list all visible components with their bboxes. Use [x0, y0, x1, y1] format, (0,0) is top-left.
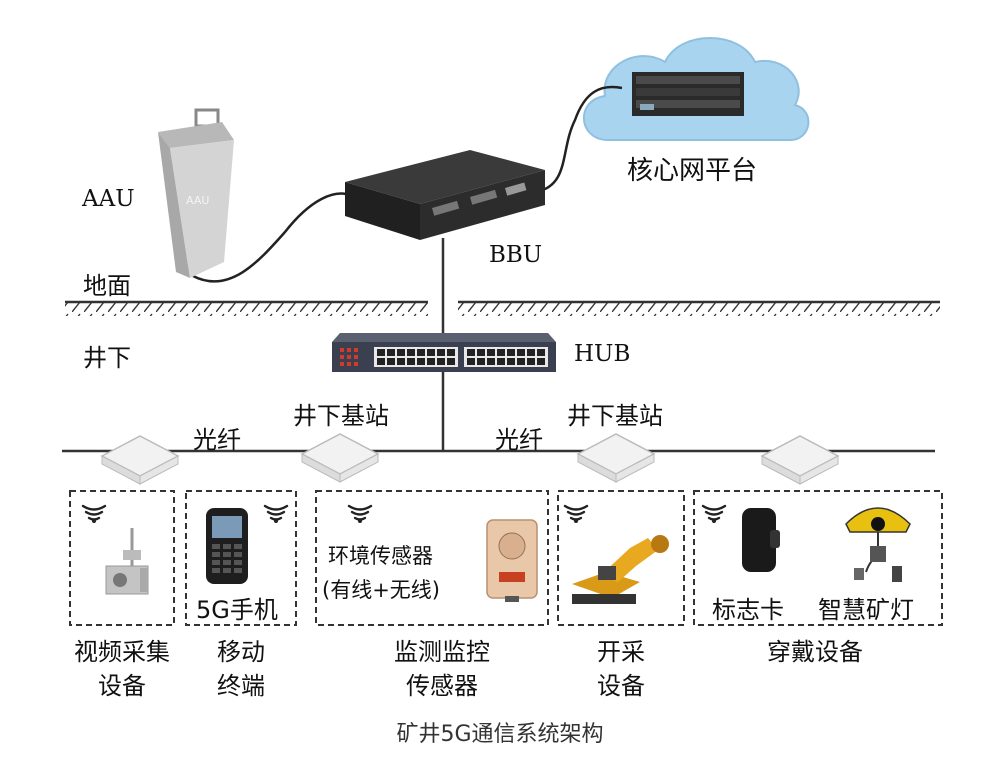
- gas-sensor-icon: [486, 519, 538, 602]
- group-box-mobile: [185, 490, 297, 626]
- group-label-wearable: 穿戴设备: [767, 638, 863, 666]
- wireless-signal-icon: [81, 504, 107, 521]
- fiber-label-left: 光纤: [193, 426, 241, 454]
- group-sublabel-sensor: 传感器: [406, 672, 478, 700]
- figure-caption: 矿井5G通信系统架构: [396, 722, 604, 747]
- underground-label: 井下: [83, 344, 131, 372]
- env-sensor-sublabel: (有线+无线): [322, 578, 440, 602]
- core-link-cable: [535, 85, 623, 194]
- base-station-icon: [760, 435, 840, 485]
- camera-icon: [105, 528, 149, 595]
- tag-card-icon: [742, 508, 780, 572]
- group-sublabel-video: 设备: [98, 672, 146, 700]
- aau-label: AAU: [82, 186, 135, 212]
- group-sublabel-mobile: 终端: [217, 672, 265, 700]
- wireless-signal-icon: [563, 504, 589, 521]
- server-icon: [632, 72, 744, 116]
- group-box-wearable: [693, 490, 943, 626]
- aau-antenna-icon: AAU: [158, 108, 234, 278]
- smart-lamp-label: 智慧矿灯: [818, 596, 914, 624]
- mining-machine-icon: [572, 535, 669, 604]
- base-station-icon: [300, 433, 380, 483]
- group-label-mobile: 移动: [217, 638, 265, 666]
- aau-link-cable: [192, 192, 353, 283]
- wireless-signal-icon: [347, 504, 373, 521]
- tag-card-label: 标志卡: [712, 596, 784, 624]
- phone-label: 5G手机: [196, 596, 278, 624]
- ground-label: 地面: [83, 272, 131, 300]
- ground-line: [65, 300, 940, 316]
- env-sensor-label: 环境传感器: [328, 544, 433, 568]
- group-label-mining: 开采: [597, 638, 645, 666]
- hub-switch-icon: [332, 333, 556, 372]
- group-box-sensor: [315, 490, 549, 626]
- station-label-left: 井下基站: [293, 402, 389, 430]
- group-label-sensor: 监测监控: [394, 638, 490, 666]
- wireless-signal-icon: [263, 504, 289, 521]
- fiber-label-right: 光纤: [495, 426, 543, 454]
- miner-lamp-icon: [845, 507, 911, 582]
- wireless-signal-icon: [701, 504, 727, 521]
- mobile-phone-icon: [206, 508, 248, 584]
- aau-badge-text: AAU: [186, 194, 209, 207]
- base-station-icon: [100, 435, 180, 485]
- core-network-label: 核心网平台: [627, 156, 758, 186]
- group-box-video: [69, 490, 175, 626]
- base-station-icon: [576, 433, 656, 483]
- bbu-unit-icon: [345, 150, 545, 240]
- group-sublabel-mining: 设备: [597, 672, 645, 700]
- station-label-right: 井下基站: [567, 402, 663, 430]
- bbu-label: BBU: [489, 242, 543, 268]
- group-box-mining: [557, 490, 685, 626]
- group-label-video: 视频采集: [74, 638, 170, 666]
- hub-label: HUB: [574, 341, 631, 367]
